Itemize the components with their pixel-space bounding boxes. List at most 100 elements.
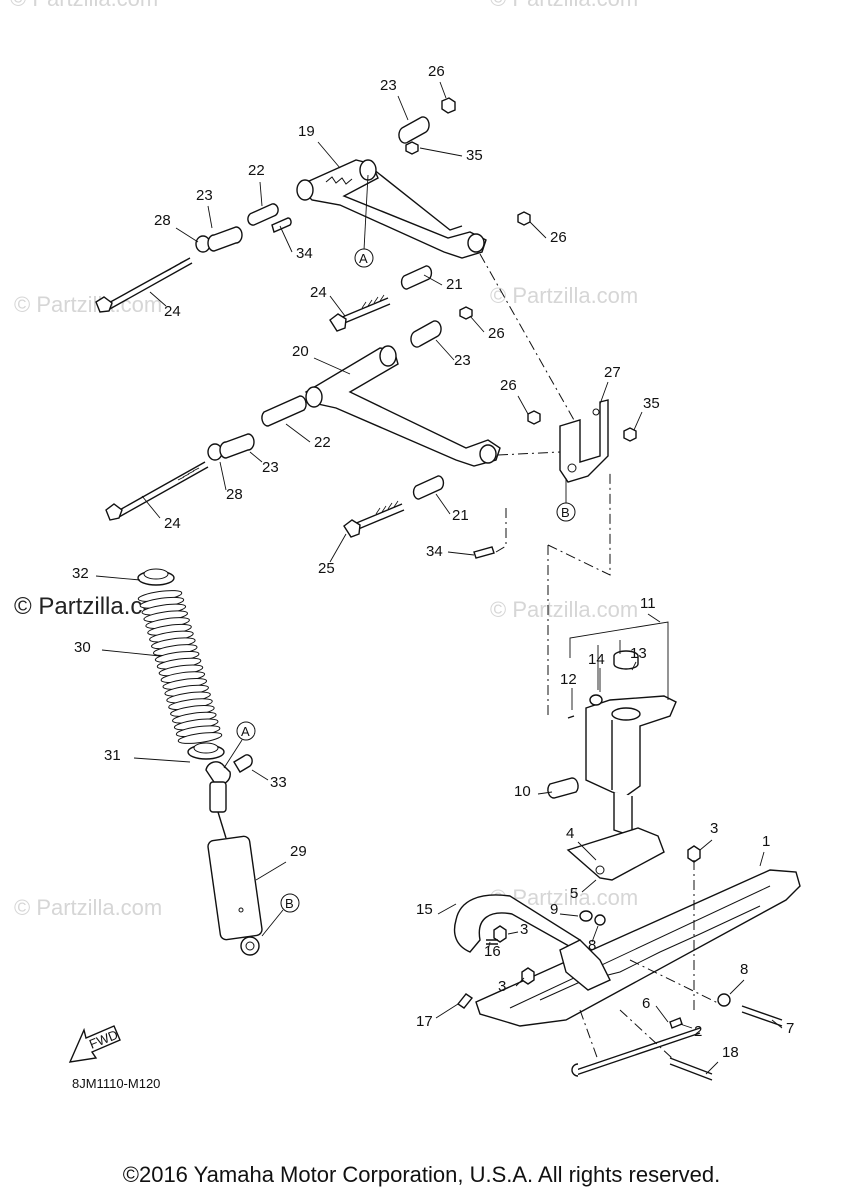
- nut-26-mid: [459, 306, 473, 320]
- callout-number: 34: [296, 245, 313, 262]
- callout-number: 8: [740, 961, 748, 978]
- callout-number: 17: [416, 1013, 433, 1030]
- callout-leader: [633, 411, 643, 431]
- callout-number: 24: [164, 303, 181, 320]
- bolt-25-upper: [329, 313, 347, 332]
- collar-21-upper: [400, 265, 433, 290]
- bushing-23-left-upper: [207, 226, 243, 252]
- callout-number: 22: [248, 162, 265, 179]
- callout-number: 33: [270, 774, 287, 791]
- callout-number: 2: [694, 1023, 702, 1040]
- callout-number: 4: [566, 825, 574, 842]
- reference-b-bracket-label: B: [561, 505, 570, 520]
- bushing-23-mid: [410, 320, 442, 348]
- collar-21-lower: [412, 475, 445, 500]
- callout-leader: [435, 1003, 459, 1019]
- bolt-24-lower-shaft: [115, 461, 206, 513]
- callout-number: 29: [290, 843, 307, 860]
- callout-leader: [759, 851, 765, 867]
- bushing-13: [589, 694, 603, 706]
- spindle-assembly-11: [547, 621, 677, 837]
- nut-3-lower: [521, 967, 535, 985]
- nut-3-top: [687, 845, 701, 863]
- callout-leader: [507, 931, 519, 935]
- callout-number: 5: [570, 885, 578, 902]
- collar-22-lower: [261, 395, 307, 427]
- bushing-23-lower: [219, 433, 255, 459]
- callout-leader: [101, 649, 161, 657]
- callout-number: 32: [72, 565, 89, 582]
- pin-16: [486, 939, 498, 945]
- callout-leader: [313, 357, 351, 375]
- callout-number: 10: [514, 783, 531, 800]
- bushing-23-top: [398, 116, 430, 144]
- callout-leader: [435, 493, 451, 515]
- callout-leader: [581, 879, 597, 893]
- callout-leader: [255, 861, 287, 881]
- watermark-top-right: © Partzilla.com: [490, 0, 638, 11]
- fwd-arrow: FWD: [68, 1025, 121, 1063]
- reference-b-shock-label: B: [285, 896, 294, 911]
- callout-leader: [207, 205, 213, 229]
- callout-leader: [249, 451, 263, 463]
- reference-a-shock: [236, 721, 256, 741]
- reference-a-shock-label: A: [241, 724, 250, 739]
- bolt-7: [741, 1011, 783, 1027]
- watermark-lower-left: © Partzilla.com: [14, 895, 162, 920]
- callout-leader: [419, 147, 463, 157]
- bolt-34-upper: [271, 217, 292, 233]
- watermark-mid-right: © Partzilla.com: [490, 283, 638, 308]
- reference-a-upper: [354, 248, 374, 268]
- callout-number: 20: [292, 343, 309, 360]
- cap-14: [613, 650, 639, 670]
- bracket-27: [559, 399, 609, 483]
- callout-number: 26: [428, 63, 445, 80]
- callout-number: 7: [786, 1020, 794, 1037]
- callout-leader: [423, 274, 443, 286]
- callout-number: 18: [722, 1044, 739, 1061]
- callout-number: 35: [643, 395, 660, 412]
- callout-number: 21: [452, 507, 469, 524]
- callout-number: 21: [446, 276, 463, 293]
- callout-leader: [447, 551, 475, 556]
- bolt-24-upper-head: [95, 296, 113, 313]
- callout-number: 15: [416, 901, 433, 918]
- nut-35-top: [405, 141, 419, 155]
- shock-top-eye: [205, 761, 231, 785]
- upper-a-arm-assembly: A: [95, 97, 531, 332]
- spindle-shaft: [613, 792, 633, 837]
- callout-number: 13: [630, 645, 647, 662]
- callout-leader: [251, 769, 269, 781]
- copyright-notice: ©2016 Yamaha Motor Corporation, U.S.A. A…: [122, 1162, 721, 1187]
- nut-26-right-upper: [517, 211, 531, 226]
- nut-26-top: [441, 97, 456, 114]
- bracket-27-assembly: B: [473, 253, 637, 716]
- bolt-34-lower: [473, 546, 495, 559]
- callout-number: 28: [226, 486, 243, 503]
- reference-a-upper-label: A: [359, 251, 368, 266]
- callout-number: 24: [164, 515, 181, 532]
- nut-26-lower: [527, 410, 541, 425]
- drawing-code: 8JM1110-M120: [72, 1076, 160, 1091]
- callout-leader: [133, 757, 191, 763]
- callout-leader: [655, 1005, 669, 1023]
- callout-leader: [591, 925, 599, 943]
- fwd-label: FWD: [87, 1027, 120, 1052]
- callout-leader: [515, 977, 525, 987]
- callout-leader: [397, 95, 409, 121]
- callout-leader: [705, 1061, 719, 1075]
- callout-leader: [437, 903, 457, 915]
- callout-number: 8: [588, 937, 596, 954]
- callout-leader: [631, 661, 637, 671]
- callout-number: 30: [74, 639, 91, 656]
- callout-leader: [729, 979, 745, 995]
- bolt-18: [669, 1063, 713, 1081]
- bolt-24-lower-head: [105, 503, 123, 521]
- callout-leader: [699, 839, 713, 851]
- callout-number: 23: [196, 187, 213, 204]
- handle-15: [453, 894, 581, 953]
- watermark-mid-left: © Partzilla.com: [14, 292, 162, 317]
- watermark-right-2: © Partzilla.com: [490, 597, 638, 622]
- callout-leader: [329, 295, 346, 317]
- callout-leader: [439, 81, 447, 99]
